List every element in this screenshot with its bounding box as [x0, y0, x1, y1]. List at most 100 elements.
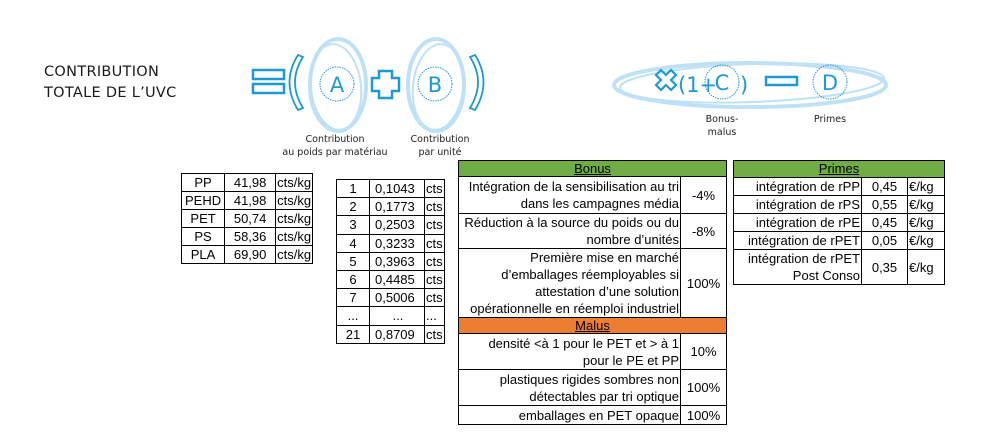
value-cell: 0,2503: [369, 215, 425, 235]
table-row: PS 58,36 cts/kg: [180, 227, 314, 246]
letter-c: C: [715, 71, 730, 95]
unit-cell: cts: [424, 215, 445, 235]
bonus-label-cell: Réduction à la source du poids ou du nom…: [458, 213, 681, 249]
value-cell: 69,90: [224, 245, 277, 264]
left-bracket-icon: [288, 53, 305, 112]
table-row: intégration de rPET Post Conso 0,35 €/kg: [733, 249, 946, 285]
malus-label-cell: emballages en PET opaque: [458, 405, 681, 425]
table-row: intégration de rPE 0,45 €/kg: [733, 213, 946, 232]
unit-cell: ...: [424, 306, 445, 326]
value-cell: 0,4485: [369, 269, 425, 290]
ring-a-icon: [308, 37, 368, 133]
material-cell: PLA: [180, 245, 226, 264]
formula-diagram: A B (1+ C ) D: [251, 37, 888, 133]
ring-b-icon: [406, 37, 466, 133]
table-row: Première mise en marché d’emballages rée…: [458, 248, 727, 318]
bonus-malus-table: Bonus Intégration de la sensibilisation …: [458, 160, 727, 425]
unit-cell: cts/kg: [275, 227, 314, 246]
caption-d: Primes: [800, 113, 860, 126]
count-cell: 6: [336, 269, 370, 290]
prime-label-cell: intégration de rPS: [733, 195, 862, 214]
malus-label-cell: densité <à 1 pour le PET et > à 1 pour l…: [458, 333, 681, 370]
bonus-value-cell: -8%: [680, 213, 727, 249]
unit-cell: cts: [424, 269, 445, 290]
count-cell: 3: [336, 215, 370, 235]
letter-d: D: [822, 71, 838, 95]
right-bracket-icon: [468, 53, 485, 112]
caption-d-line-1: Primes: [813, 114, 847, 125]
primes-header: Primes: [732, 160, 946, 178]
unit-cell: cts/kg: [275, 245, 314, 264]
unit-cell: cts/kg: [275, 173, 314, 192]
materials-table: PP 41,98 cts/kg PEHD 41,98 cts/kg PET 50…: [180, 173, 314, 264]
count-cell: 5: [336, 251, 370, 271]
letter-a: A: [330, 73, 345, 97]
caption-c-line-1: Bonus-: [705, 114, 739, 125]
value-cell: 0,5006: [369, 288, 425, 308]
unit-cell: cts: [424, 251, 445, 271]
material-cell: PEHD: [180, 191, 226, 210]
circle-c-icon: [704, 64, 740, 100]
caption-b-line-2: par unité: [418, 147, 462, 158]
prime-value-cell: 0,05: [861, 231, 908, 250]
prime-unit-cell: €/kg: [906, 249, 946, 285]
unit-cell: cts/kg: [275, 191, 314, 210]
prime-value-cell: 0,35: [861, 249, 908, 285]
malus-value-cell: 10%: [680, 333, 727, 370]
unit-cell: cts: [424, 288, 445, 308]
malus-value-cell: 100%: [680, 369, 727, 406]
bonus-header-row: Bonus: [458, 160, 727, 177]
table-row: PLA 69,90 cts/kg: [180, 245, 314, 264]
title-line-2: TOTALE DE L’UVC: [44, 85, 177, 101]
unit-cell: cts/kg: [275, 209, 314, 228]
table-row: .........: [336, 306, 445, 326]
count-cell: 7: [336, 288, 370, 308]
ring-cd-icon: [612, 61, 888, 109]
circle-b-icon: [417, 66, 453, 102]
bonus-header: Bonus: [458, 160, 727, 177]
caption-a-line-2: au poids par matériau: [282, 147, 388, 158]
malus-value-cell: 100%: [680, 405, 727, 425]
caption-a: Contribution au poids par matériau: [270, 133, 400, 159]
value-cell: 0,3233: [369, 233, 425, 253]
minus-icon: [764, 75, 799, 87]
value-cell: 0,1043: [369, 178, 425, 199]
prime-value-cell: 0,55: [861, 195, 908, 214]
table-row: plastiques rigides sombres non détectabl…: [458, 369, 727, 406]
prime-value-cell: 0,45: [861, 213, 908, 232]
value-cell: 41,98: [224, 173, 277, 192]
caption-c: Bonus- malus: [692, 113, 752, 139]
c-suffix: ): [740, 73, 748, 97]
table-row: intégration de rPP 0,45 €/kg: [733, 177, 946, 196]
letter-b: B: [428, 73, 442, 97]
value-cell: 0,3963: [369, 251, 425, 271]
equals-icon: [251, 68, 286, 95]
unit-cell: cts: [424, 233, 445, 253]
bonus-value-cell: -4%: [680, 176, 727, 214]
malus-header-row: Malus: [458, 317, 727, 334]
value-cell: 0,8709: [369, 324, 425, 344]
prime-label-cell: intégration de rPE: [733, 213, 862, 232]
value-cell: 0,1773: [369, 197, 425, 217]
table-row: intégration de rPS 0,55 €/kg: [733, 195, 946, 214]
count-cell: ...: [336, 306, 370, 326]
material-cell: PS: [180, 227, 226, 246]
caption-b: Contribution par unité: [400, 133, 480, 159]
caption-b-line-1: Contribution: [410, 134, 470, 145]
multiply-icon: [654, 68, 678, 92]
prime-unit-cell: €/kg: [906, 195, 946, 214]
caption-c-line-2: malus: [707, 127, 737, 138]
table-row: emballages en PET opaque 100%: [458, 405, 727, 425]
prime-unit-cell: €/kg: [906, 231, 946, 250]
primes-table: Primes intégration de rPP 0,45 €/kg inté…: [732, 160, 946, 285]
circle-d-icon: [812, 64, 848, 100]
value-cell: ...: [369, 306, 425, 326]
prime-unit-cell: €/kg: [906, 213, 946, 232]
plus-icon: [370, 69, 401, 100]
